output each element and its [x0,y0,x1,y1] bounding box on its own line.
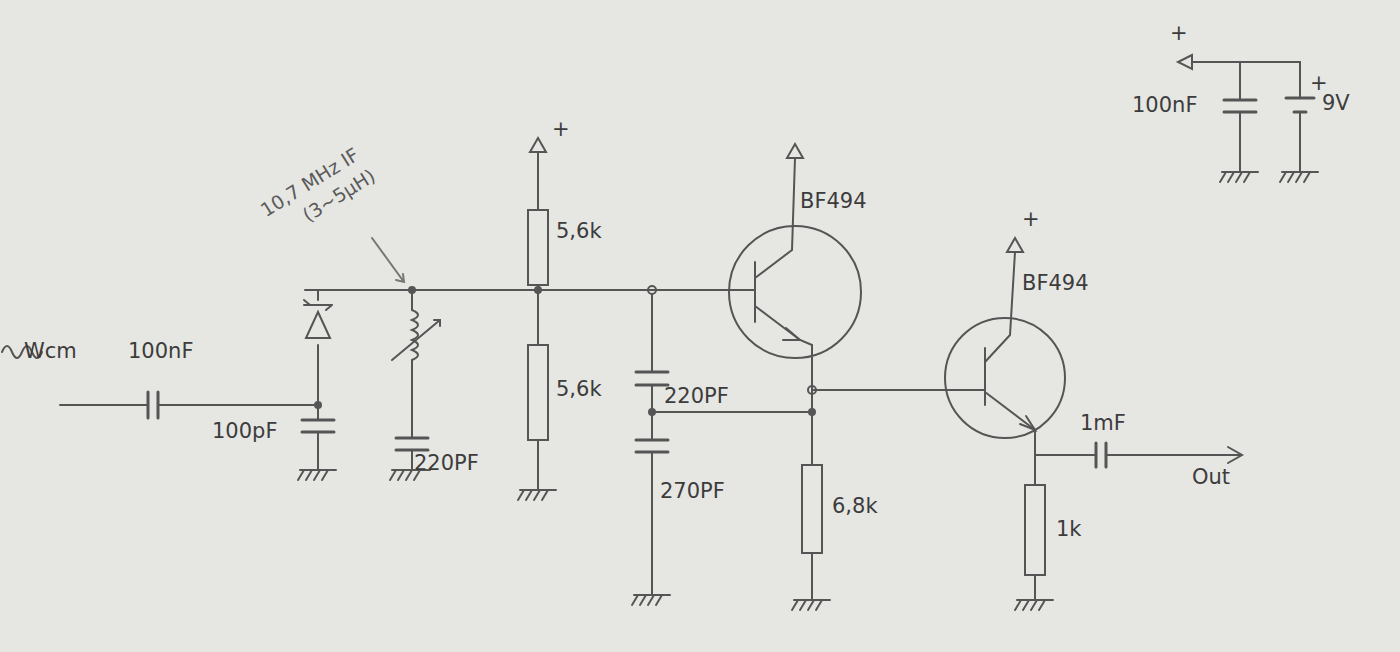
supply-arrow [1007,238,1023,252]
wire [812,389,985,391]
varactor-symbol [304,300,332,338]
resistor-value: 6,8k [832,495,878,518]
junction-dot [315,402,321,408]
resistor-symbol [1025,485,1045,575]
capacitor-value: 220PF [414,452,479,475]
capacitor-value: 100nF [1132,94,1197,117]
emitter-arrow [783,328,800,340]
capacitor-value: 100pF [212,420,278,443]
wire [652,294,812,595]
junction-dot [809,409,815,415]
wire [317,290,319,470]
battery-symbol [1286,98,1314,112]
capacitor-symbol [148,392,158,418]
part-number: BF494 [1022,272,1089,295]
supply-mark: + [1170,22,1188,45]
output-arrow [1228,447,1242,463]
junction-dot [648,286,656,294]
supply-mark: + [1022,208,1040,231]
ground-symbol [1220,172,1258,182]
wire [305,289,730,291]
capacitor-symbol [396,438,428,450]
wire [1192,62,1300,172]
junction-dot [649,409,655,415]
ground-symbol [632,595,670,605]
output-label: Out [1192,466,1230,489]
capacitor-symbol [1096,443,1106,467]
inductor-symbol [412,290,418,470]
capacitor-value: 100nF [128,340,193,363]
transistor-symbol [945,318,1065,438]
capacitor-symbol [636,440,668,452]
emitter-arrow [1020,416,1035,430]
part-number: BF494 [800,190,867,213]
transistor-leads [730,158,812,465]
ground-symbol [298,470,336,480]
capacitor-value: 270PF [660,480,725,503]
capacitor-symbol [636,372,668,385]
supply-mark: + [552,118,570,141]
tuning-arrow [392,320,440,360]
supply-arrow [530,138,546,152]
transistor-symbol [729,226,861,358]
resistor-value: 1k [1056,518,1082,541]
resistor-symbol [528,210,548,285]
battery-value: 9V [1322,92,1350,115]
leader-line [372,238,404,282]
transistor-leads [985,252,1240,485]
capacitor-value: 1mF [1080,412,1126,435]
ground-symbol [792,553,830,610]
ground-symbol [1015,575,1053,610]
resistor-value: 5,6k [556,220,602,243]
supply-arrow [787,144,803,158]
input-label: Wcm [24,340,77,363]
resistor-symbol [802,465,822,553]
capacitor-symbol [1224,100,1256,112]
capacitor-symbol [302,420,334,432]
ground-symbol [518,490,556,500]
supply-arrow [1178,55,1192,69]
capacitor-value: 220PF [664,385,729,408]
resistor-symbol [528,345,548,440]
resistor-value: 5,6k [556,378,602,401]
wire [60,404,318,406]
ground-symbol [1280,172,1318,182]
